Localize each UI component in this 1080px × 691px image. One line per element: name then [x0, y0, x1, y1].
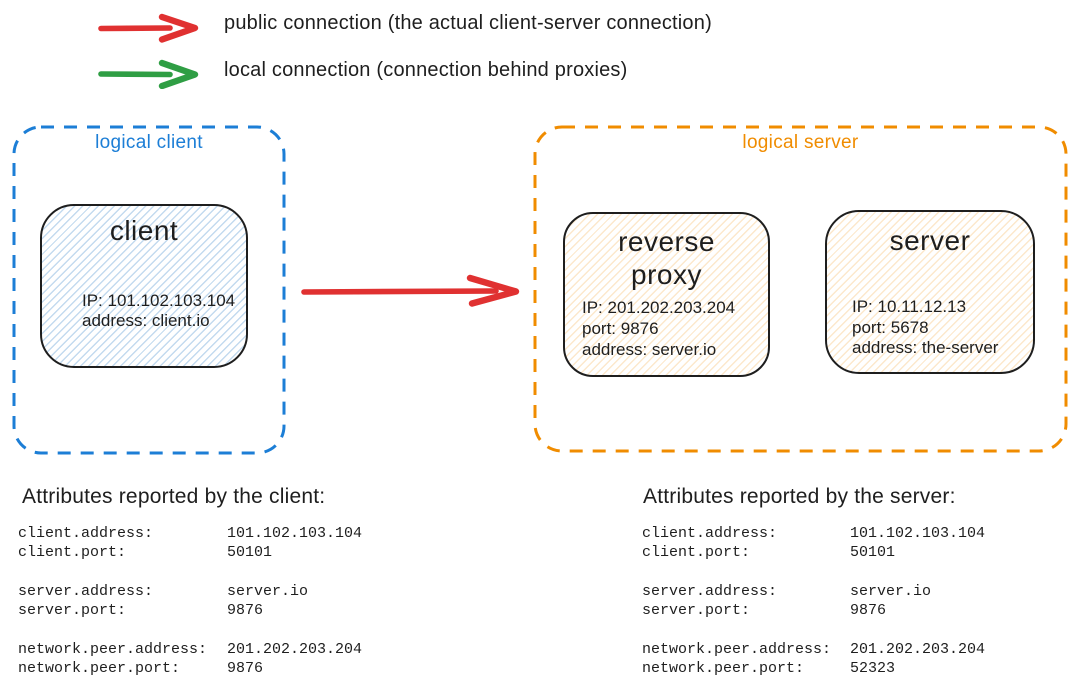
client-to-server-arrow-icon [301, 274, 520, 307]
attr-label: network.peer.address: [642, 640, 832, 658]
server-address: address: the-server [852, 338, 999, 357]
server-ip: IP: 10.11.12.13 [852, 297, 967, 316]
attr-row: network.peer.port: 52323 [642, 659, 985, 678]
attr-row: client.port: 50101 [642, 543, 985, 562]
reverse-proxy-ip: IP: 201.202.203.204 [582, 298, 736, 317]
logical-server-dashed-border [533, 125, 1068, 453]
attr-value: 9876 [850, 602, 887, 620]
logical-server-label: logical server [742, 132, 859, 153]
server-attr-group: server.address: server.io server.port: 987… [642, 582, 985, 621]
attr-label: client.port: [642, 544, 751, 562]
logical-client-dashed-border [12, 125, 286, 455]
server-node-details: IP: 10.11.12.13 port: 5678 address: the-… [852, 297, 998, 359]
local-connection-arrow-icon [98, 59, 199, 89]
attr-row: server.address: server.io [18, 582, 362, 601]
attr-value: server.io [227, 582, 309, 600]
client-node-details: IP: 101.102.103.104 address: client.io [82, 291, 235, 331]
reverse-proxy-node: reverse proxy IP: 201.202.203.204 port: … [563, 212, 770, 377]
server-attr-group: network.peer.address: 201.202.203.204 net… [642, 640, 985, 679]
attr-row: network.peer.address: 201.202.203.204 [18, 640, 362, 659]
reverse-proxy-node-title: reverse proxy [618, 226, 715, 290]
attr-label: client.address: [18, 525, 154, 542]
attr-label: client.address: [642, 525, 778, 542]
attr-value: 50101 [850, 544, 896, 562]
attr-row: client.address: 101.102.103.104 [18, 524, 362, 543]
client-attr-group: server.address: server.io server.port: 987… [18, 582, 362, 621]
public-connection-legend-label: public connection (the actual client-ser… [224, 12, 712, 34]
client-node: client IP: 101.102.103.104 address: clie… [40, 204, 248, 368]
attr-label: server.port: [642, 602, 751, 620]
attr-value: 9876 [227, 602, 264, 620]
server-port: port: 5678 [852, 317, 929, 337]
logical-client-label: logical client [95, 132, 203, 153]
reverse-proxy-address: address: server.io [582, 340, 717, 359]
attr-label: network.peer.port: [642, 660, 805, 678]
attr-value: 101.102.103.104 [850, 525, 986, 542]
attr-label: server.port: [18, 602, 127, 620]
attr-value: 101.102.103.104 [227, 525, 363, 542]
logical-server-group: logical server reverse proxy IP: 201.202… [533, 125, 1068, 453]
server-attr-group: client.address: 101.102.103.104 client.po… [642, 524, 985, 563]
attr-row: server.port: 9876 [642, 601, 985, 620]
client-attr-group: network.peer.address: 201.202.203.204 net… [18, 640, 362, 679]
local-connection-legend-label: local connection (connection behind prox… [224, 59, 628, 81]
client-attributes-table: client.address: 101.102.103.104 client.po… [18, 524, 362, 691]
attr-row: server.address: server.io [642, 582, 985, 601]
client-ip: IP: 101.102.103.104 [82, 291, 236, 310]
logical-client-group: logical client client IP: 101.102.103.10… [12, 125, 286, 455]
server-attributes-table: client.address: 101.102.103.104 client.po… [642, 524, 985, 691]
attr-label: server.address: [18, 582, 154, 600]
attr-row: network.peer.address: 201.202.203.204 [642, 640, 985, 659]
attr-row: network.peer.port: 9876 [18, 659, 362, 678]
attr-row: server.port: 9876 [18, 601, 362, 620]
attr-value: 52323 [850, 660, 896, 678]
server-attributes-heading: Attributes reported by the server: [643, 485, 956, 508]
attr-label: network.peer.address: [18, 640, 208, 658]
reverse-proxy-node-details: IP: 201.202.203.204 port: 9876 address: … [582, 297, 735, 360]
attr-label: client.port: [18, 544, 127, 562]
attr-value: 50101 [227, 544, 273, 562]
attr-row: client.address: 101.102.103.104 [642, 524, 985, 543]
attr-label: network.peer.port: [18, 660, 181, 678]
client-attributes-heading: Attributes reported by the client: [22, 485, 326, 508]
attr-value: 9876 [227, 660, 264, 678]
attr-label: server.address: [642, 582, 778, 600]
server-node-title: server [889, 225, 971, 256]
attr-value: 201.202.203.204 [850, 640, 986, 658]
client-address: address: client.io [82, 311, 210, 330]
attr-value: server.io [850, 582, 932, 600]
attr-value: 201.202.203.204 [227, 640, 363, 658]
server-node: server IP: 10.11.12.13 port: 5678 addres… [825, 210, 1035, 374]
reverse-proxy-port: port: 9876 [582, 319, 659, 338]
client-attr-group: client.address: 101.102.103.104 client.po… [18, 524, 362, 563]
client-node-title: client [109, 215, 179, 246]
attr-row: client.port: 50101 [18, 543, 362, 562]
public-connection-arrow-icon [98, 13, 199, 43]
